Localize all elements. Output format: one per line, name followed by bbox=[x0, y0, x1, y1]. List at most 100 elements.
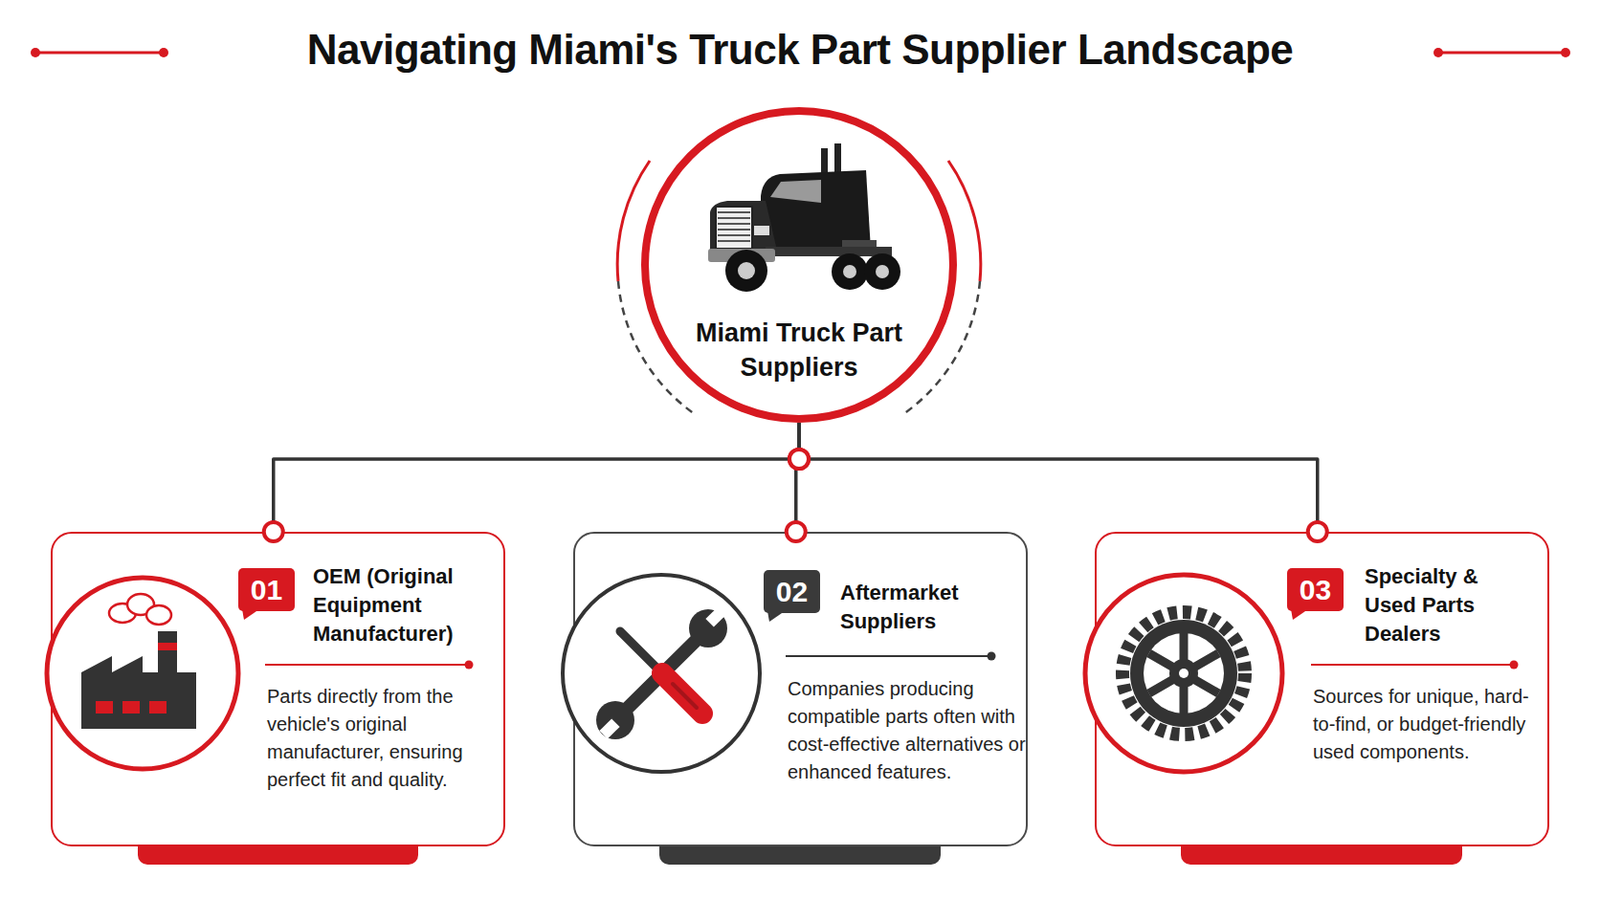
truck-bumper bbox=[708, 248, 776, 263]
wrench-jaw bbox=[705, 606, 726, 627]
truck-cab bbox=[760, 170, 871, 251]
junction-dot bbox=[789, 449, 809, 469]
screwdriver-handle bbox=[662, 673, 703, 714]
truck-hood bbox=[710, 200, 778, 251]
junction-dot bbox=[789, 449, 809, 469]
icon-circle bbox=[1085, 575, 1283, 773]
title-rule-right bbox=[1433, 47, 1571, 58]
factory-icon bbox=[46, 577, 239, 770]
hub-circle: Miami Truck Part Suppliers bbox=[641, 107, 957, 423]
card-dividers bbox=[265, 652, 1519, 670]
wrench-head bbox=[596, 701, 635, 740]
wrench-head bbox=[688, 609, 728, 648]
badge-body bbox=[1287, 568, 1344, 612]
divider-line bbox=[265, 664, 469, 667]
category-card: Specialty & Used Parts DealersSources fo… bbox=[1094, 532, 1550, 847]
icon-circle bbox=[562, 575, 760, 773]
hub-arcs bbox=[617, 160, 981, 415]
card-body: Companies producing compatible parts oft… bbox=[787, 675, 1027, 787]
gear-axle bbox=[1178, 668, 1189, 679]
callout-number: 02 bbox=[763, 573, 821, 612]
badge-body bbox=[238, 568, 295, 612]
divider-dot bbox=[1510, 661, 1519, 670]
card-body: Sources for unique, hard-to-find, or bud… bbox=[1312, 683, 1543, 767]
truck-wheel bbox=[831, 253, 868, 290]
dashed-arc bbox=[903, 281, 980, 415]
divider-dot bbox=[465, 661, 474, 670]
smoke-puff bbox=[109, 603, 136, 623]
divider-dot bbox=[987, 652, 997, 662]
number-badge: 02 bbox=[763, 570, 821, 623]
divider-line bbox=[785, 655, 992, 658]
smoke-puff bbox=[146, 605, 172, 625]
circle-outline-shape bbox=[644, 111, 954, 420]
rule-line bbox=[1438, 51, 1566, 55]
gear-ring bbox=[1130, 620, 1238, 728]
truck-illustration bbox=[708, 143, 901, 292]
red-arc bbox=[617, 160, 650, 282]
badge-body bbox=[763, 570, 821, 614]
hub-label: Miami Truck Part Suppliers bbox=[693, 315, 905, 385]
connector-line bbox=[796, 422, 800, 533]
badge-tail bbox=[767, 611, 785, 623]
category-card: OEM (Original Equipment Manufacturer) Par… bbox=[50, 532, 506, 847]
handle-groove bbox=[672, 684, 697, 709]
number-badge: 01 bbox=[238, 568, 295, 621]
truck-wheel bbox=[864, 253, 901, 290]
truck-wheel bbox=[725, 249, 768, 292]
red-arc bbox=[948, 160, 981, 282]
rule-dot bbox=[30, 47, 41, 58]
truck-windshield bbox=[770, 179, 822, 203]
fifth-wheel bbox=[842, 240, 877, 247]
gear-spokes bbox=[1149, 633, 1220, 714]
card-heading: Aftermarket Suppliers bbox=[840, 578, 1023, 637]
title: Navigating Miami's Truck Part Supplier L… bbox=[168, 21, 1432, 79]
junction-dot bbox=[264, 522, 284, 542]
callout-number: 01 bbox=[238, 571, 295, 610]
connector-line bbox=[799, 422, 1318, 533]
exhaust-stack bbox=[834, 143, 842, 225]
connector-line bbox=[273, 422, 800, 533]
factory-window bbox=[122, 701, 140, 714]
category-card: Aftermarket SuppliersCompanies producing… bbox=[573, 532, 1028, 847]
divider-line bbox=[1311, 664, 1514, 667]
factory-window bbox=[149, 701, 167, 714]
junction-dot bbox=[786, 522, 806, 542]
smoke-puff bbox=[127, 594, 155, 616]
wrench-jaw bbox=[599, 718, 620, 739]
card-heading: OEM (Original Equipment Manufacturer) bbox=[312, 562, 500, 649]
grille-bars bbox=[717, 212, 751, 242]
callout-number: 03 bbox=[1287, 571, 1344, 610]
title-rule-left bbox=[30, 47, 169, 58]
gear-teeth bbox=[1122, 612, 1245, 735]
gear-inner bbox=[1143, 633, 1224, 714]
card-heading: Specialty & Used Parts Dealers bbox=[1364, 562, 1523, 649]
junction-dot bbox=[1308, 522, 1328, 542]
junction-dot bbox=[789, 449, 809, 469]
dashed-arc bbox=[618, 281, 695, 415]
screwdriver-shaft bbox=[620, 631, 663, 674]
wheel-hub bbox=[843, 265, 857, 279]
wheel-hub bbox=[737, 262, 756, 280]
chimney-band bbox=[157, 643, 178, 651]
badge-tail bbox=[242, 609, 260, 621]
exhaust-stack bbox=[821, 148, 828, 225]
truck-frame bbox=[765, 246, 892, 257]
gear-hub bbox=[1169, 659, 1199, 689]
badge-tail bbox=[1290, 609, 1309, 621]
truck-headlight bbox=[754, 225, 770, 236]
wrench-handle bbox=[620, 633, 704, 716]
factory-window bbox=[95, 701, 113, 714]
icon-circle bbox=[46, 577, 239, 770]
factory-chimney bbox=[157, 631, 178, 730]
truck-grille bbox=[715, 206, 753, 249]
rule-dot bbox=[1560, 47, 1571, 58]
rule-dot bbox=[158, 47, 169, 58]
card-body: Parts directly from the vehicle's origin… bbox=[266, 683, 502, 795]
factory-building bbox=[81, 656, 197, 730]
gear-icon bbox=[1085, 575, 1283, 773]
tools-icon bbox=[562, 575, 760, 773]
rule-dot bbox=[1433, 47, 1444, 58]
